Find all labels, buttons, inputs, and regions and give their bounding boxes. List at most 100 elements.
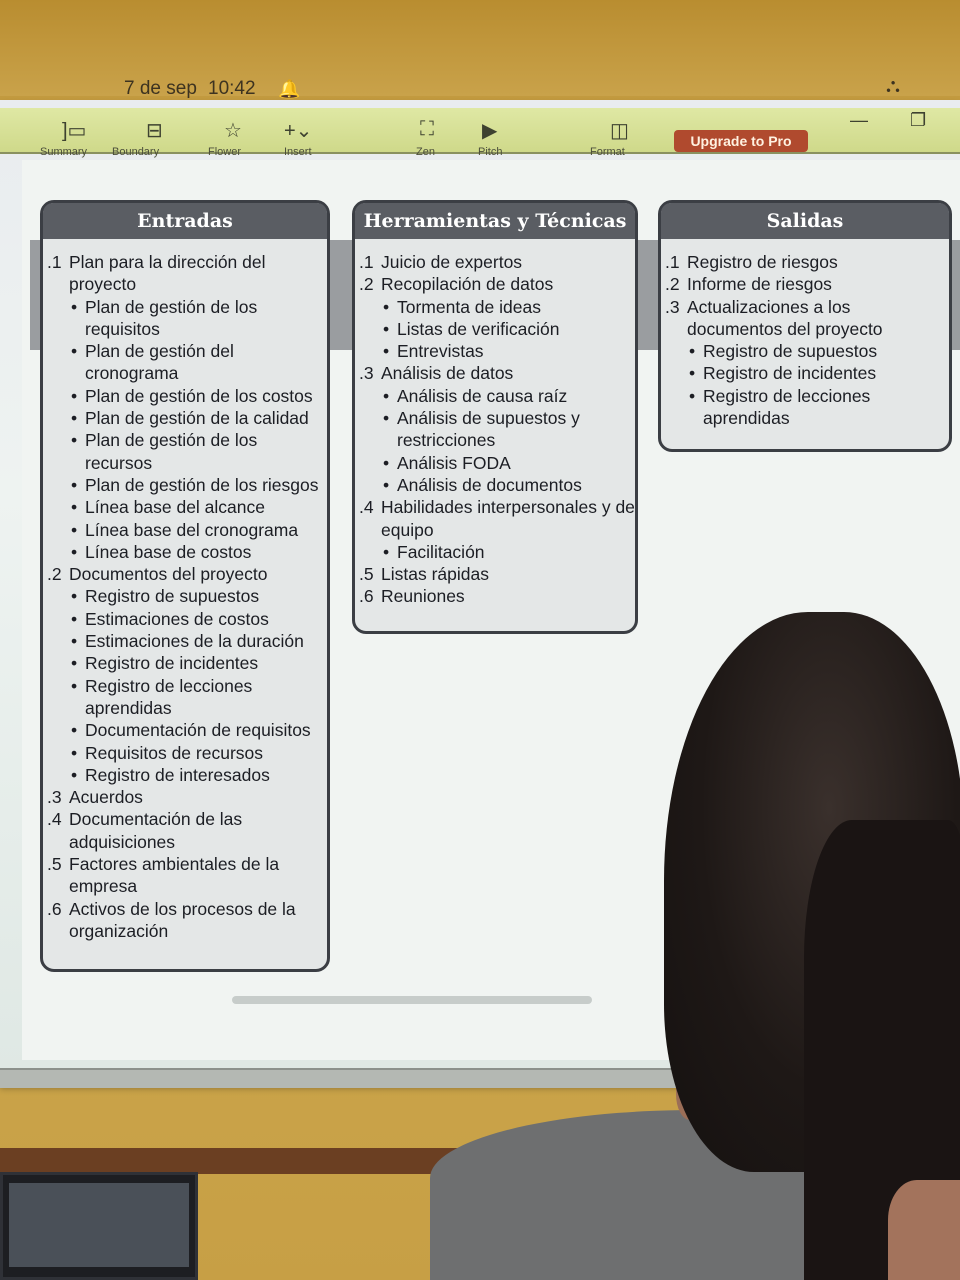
entradas-item: .6 Activos de los procesos de la organiza…: [43, 898, 327, 943]
herramientas-item-text: Recopilación de datos: [381, 274, 554, 295]
entradas-side-tab: [30, 240, 42, 350]
entradas-subitem: Registro de interesados: [43, 764, 327, 787]
salidas-item-text: Informe de riesgos: [687, 274, 832, 295]
entradas-subitem: Requisitos de recursos: [43, 742, 327, 765]
entradas-subitem: Plan de gestión de los costos: [43, 385, 327, 408]
entradas-subitem: Plan de gestión de los requisitos: [43, 296, 327, 341]
plus-icon[interactable]: +⌄: [284, 120, 313, 142]
bell-icon[interactable]: 🔔: [278, 79, 301, 99]
salidas-item-number: .2: [665, 274, 680, 295]
herramientas-subitem: Listas de verificación: [355, 318, 635, 341]
panel-icon[interactable]: ◫: [610, 120, 629, 142]
salidas-item: .2 Informe de riesgos: [661, 273, 949, 295]
window-minimize-button[interactable]: —: [850, 110, 868, 130]
herramientas-item-number: .6: [359, 586, 374, 607]
network-icon[interactable]: ⛬: [886, 75, 900, 97]
tab-format[interactable]: Format: [590, 146, 625, 158]
tab-summary[interactable]: Summary: [40, 146, 88, 158]
salidas-item-text: Actualizaciones a los documentos del pro…: [687, 296, 883, 339]
salidas-subitem: Registro de supuestos: [661, 340, 949, 363]
entradas-item: .4 Documentación de las adquisiciones: [43, 808, 327, 853]
entradas-title: Entradas: [43, 203, 327, 239]
upgrade-to-pro-button[interactable]: Upgrade to Pro: [674, 130, 808, 152]
screen-bottom-frame: [0, 1068, 720, 1088]
entradas-subitem: Estimaciones de costos: [43, 608, 327, 631]
entradas-item-text: Plan para la dirección del proyecto: [69, 252, 266, 295]
herramientas-subitem: Tormenta de ideas: [355, 296, 635, 319]
person-hand: [888, 1180, 960, 1280]
entradas-item-number: .2: [47, 564, 62, 585]
entradas-subitem: Registro de lecciones aprendidas: [43, 675, 327, 720]
entradas-subitem: Línea base de costos: [43, 541, 327, 564]
entradas-item-number: .6: [47, 898, 62, 919]
herramientas-item-text: Habilidades interpersonales y de equipo: [381, 497, 635, 540]
entradas-item-text: Documentación de las adquisiciones: [69, 809, 243, 852]
star-icon[interactable]: ☆: [224, 120, 242, 142]
entradas-subitem: Línea base del cronograma: [43, 519, 327, 542]
entradas-subitem: Línea base del alcance: [43, 496, 327, 519]
status-time: 10:42: [208, 78, 256, 99]
herramientas-item-number: .2: [359, 274, 374, 295]
status-date: 7 de sep: [124, 78, 197, 99]
herramientas-item-number: .1: [359, 252, 374, 272]
herramientas-item: .3 Análisis de datos: [355, 362, 635, 384]
tab-zen[interactable]: Zen: [416, 146, 435, 158]
laptop-screen: [9, 1183, 189, 1267]
herramientas-item-text: Análisis de datos: [381, 363, 514, 384]
entradas-item: .1 Plan para la dirección del proyecto: [43, 251, 327, 296]
entradas-subitem: Plan de gestión de la calidad: [43, 407, 327, 430]
entradas-subitem: Documentación de requisitos: [43, 719, 327, 742]
salidas-item: .3 Actualizaciones a los documentos del p…: [661, 296, 949, 341]
screen-top-frame: [0, 0, 960, 96]
tab-flower[interactable]: Flower: [208, 146, 242, 158]
entradas-item-text: Activos de los procesos de la organizaci…: [69, 898, 296, 941]
herramientas-subitem: Facilitación: [355, 541, 635, 564]
entradas-subitem: Plan de gestión de los recursos: [43, 429, 327, 474]
herramientas-title: Herramientas y Técnicas: [355, 203, 635, 239]
entradas-subitem: Plan de gestión de los riesgos: [43, 474, 327, 497]
entradas-item-number: .4: [47, 809, 62, 830]
minus-box-icon[interactable]: ⊟: [146, 120, 163, 142]
salidas-subitem: Registro de lecciones aprendidas: [661, 385, 949, 430]
salidas-title: Salidas: [661, 203, 949, 239]
fullscreen-icon[interactable]: ⛶: [420, 118, 434, 140]
herramientas-subitem: Entrevistas: [355, 340, 635, 363]
entradas-subitem: Estimaciones de la duración: [43, 630, 327, 653]
herramientas-item: .2 Recopilación de datos: [355, 273, 635, 295]
entradas-item-text: Factores ambientales de la empresa: [69, 854, 280, 897]
laptop: [0, 1172, 198, 1280]
herramientas-item-number: .3: [359, 363, 374, 384]
horizontal-scrollbar[interactable]: [232, 996, 592, 1004]
tab-insert[interactable]: Insert: [284, 146, 312, 158]
herramientas-subitem: Análisis de supuestos y restricciones: [355, 407, 635, 452]
entradas-box: Entradas .1 Plan para la dirección del pr…: [40, 200, 330, 972]
tab-pitch[interactable]: Pitch: [478, 146, 503, 158]
salidas-subitem: Registro de incidentes: [661, 362, 949, 385]
herramientas-item-text: Listas rápidas: [381, 564, 489, 585]
salidas-side-tab: [636, 240, 658, 350]
entradas-item-text: Acuerdos: [69, 787, 143, 808]
sidebar-icon[interactable]: ]▭: [62, 120, 87, 142]
herramientas-subitem: Análisis de causa raíz: [355, 385, 635, 408]
herramientas-subitem: Análisis FODA: [355, 452, 635, 475]
tab-boundary[interactable]: Boundary: [112, 146, 160, 158]
salidas-item-number: .3: [665, 296, 680, 317]
salidas-item-text: Registro de riesgos: [687, 252, 838, 272]
herramientas-subitem: Análisis de documentos: [355, 474, 635, 497]
entradas-subitem: Registro de incidentes: [43, 652, 327, 675]
window-restore-button[interactable]: ❐: [910, 110, 927, 130]
play-icon[interactable]: ▶: [482, 120, 498, 142]
entradas-item-number: .1: [47, 252, 62, 272]
